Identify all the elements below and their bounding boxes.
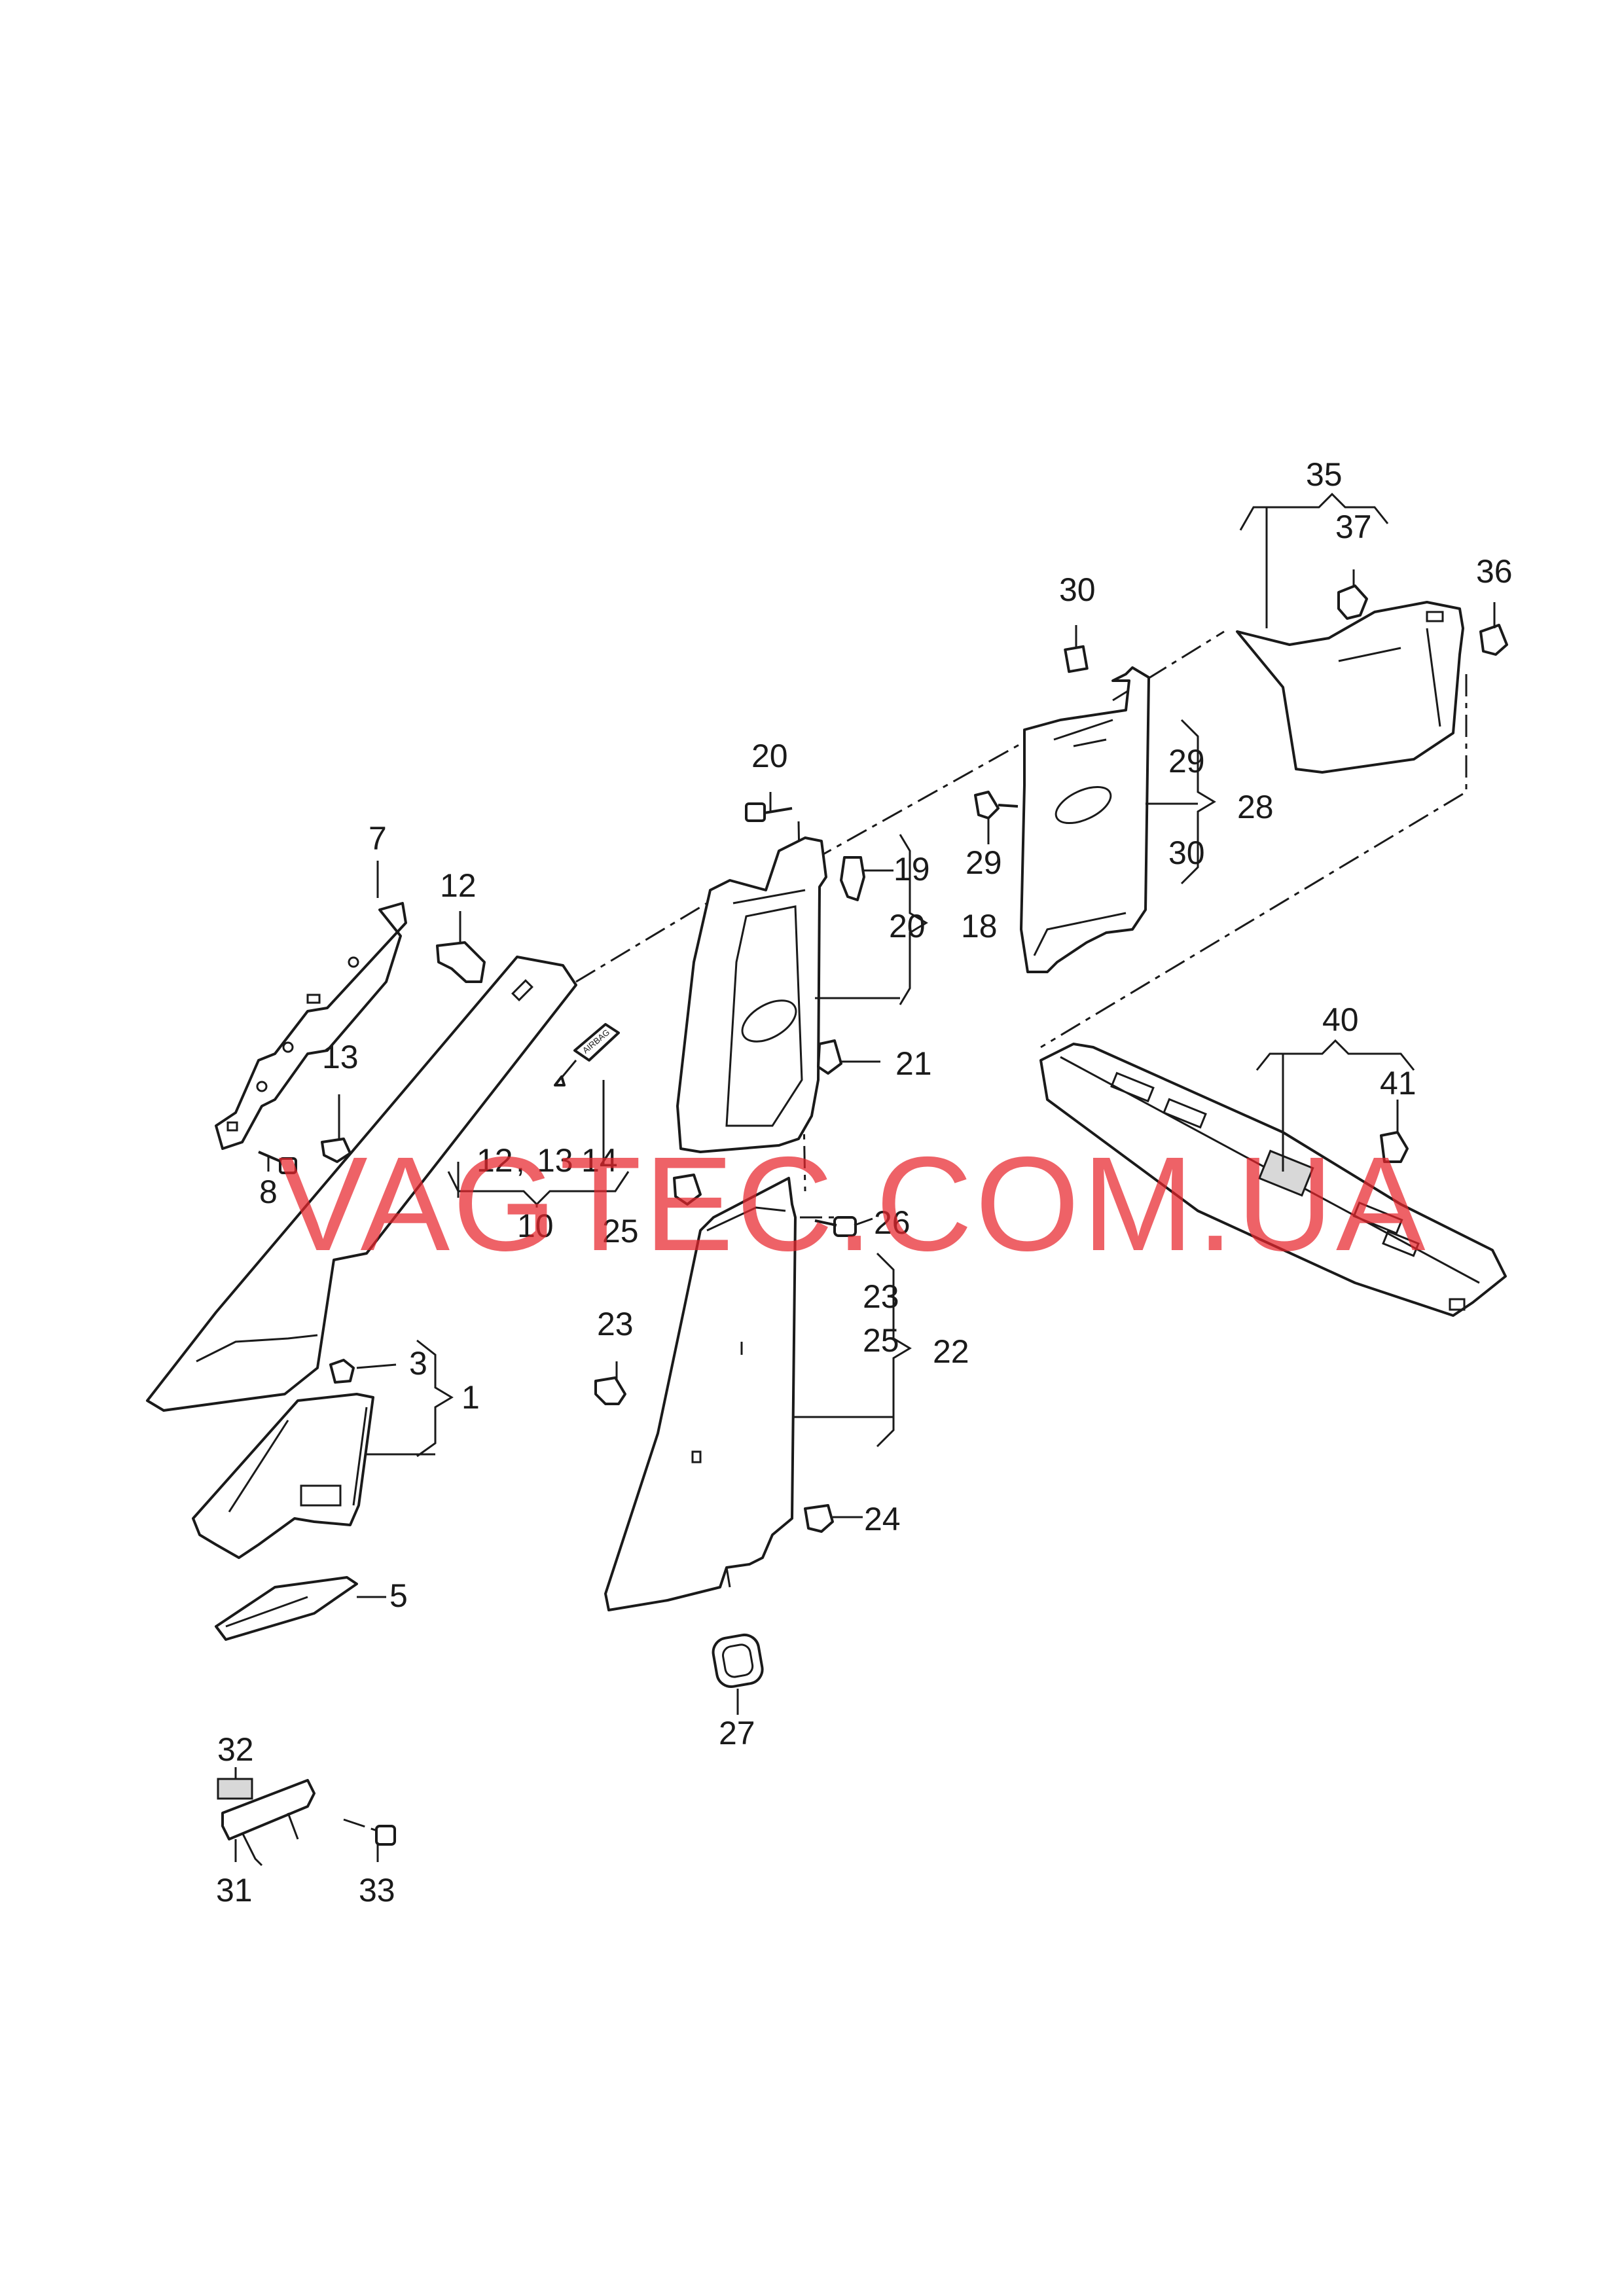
callout-31: 31 <box>216 1872 253 1909</box>
label-brackets <box>367 492 1415 1458</box>
callout-22: 22 <box>933 1333 969 1370</box>
callout-30-group: 30 <box>1168 834 1205 871</box>
callout-40: 40 <box>1322 1001 1359 1038</box>
callout-23-group: 23 <box>863 1278 899 1315</box>
part-13-clip <box>321 1138 352 1163</box>
leader-lines <box>234 569 1496 1862</box>
part-24-clip <box>804 1504 834 1533</box>
part-25-clip <box>673 1174 702 1206</box>
callout-29-group: 29 <box>1168 743 1205 780</box>
callout-13: 13 <box>322 1039 359 1075</box>
part-8-bolt <box>258 1151 297 1174</box>
part-21-clip <box>817 1039 842 1075</box>
callout-32: 32 <box>217 1731 254 1768</box>
callout-12-group: 12 <box>477 1142 513 1179</box>
part-33-bolt <box>375 1825 396 1846</box>
callout-3: 3 <box>409 1345 427 1382</box>
callout-10: 10 <box>517 1208 554 1244</box>
callout-5: 5 <box>389 1577 408 1614</box>
part-19-clip <box>840 856 865 901</box>
part-5-cover <box>215 1576 358 1641</box>
callout-30: 30 <box>1059 571 1096 608</box>
part-22-b-pillar-lower-trim <box>604 1177 797 1611</box>
callout-14: 14 <box>581 1142 618 1179</box>
callout-21: 21 <box>895 1045 932 1082</box>
callout-labels: 7 12 13 8 12 , 13 14 10 3 1 5 20 19 20 1… <box>216 456 1513 1909</box>
callout-36: 36 <box>1476 553 1513 590</box>
part-41-clip <box>1380 1131 1409 1163</box>
part-37-clip <box>1337 584 1368 620</box>
callout-25: 25 <box>602 1213 639 1249</box>
callout-8: 8 <box>259 1174 278 1210</box>
callout-25-group: 25 <box>863 1322 899 1359</box>
part-7-rail <box>215 902 407 1150</box>
callout-18: 18 <box>961 908 998 944</box>
part-12-clip <box>436 941 486 983</box>
callout-33: 33 <box>359 1872 395 1909</box>
part-1-lower-trim <box>192 1393 374 1559</box>
callout-1: 1 <box>461 1379 480 1416</box>
callout-28: 28 <box>1237 789 1274 825</box>
callout-7: 7 <box>369 820 387 857</box>
part-10-a-pillar-trim <box>146 956 577 1412</box>
part-31-bracket <box>221 1779 316 1867</box>
callout-23: 23 <box>597 1306 634 1342</box>
part-40-rear-trim <box>1039 1043 1507 1317</box>
callout-12: 12 <box>440 867 477 904</box>
part-30-nut <box>1064 645 1089 673</box>
part-23-clip <box>594 1376 626 1405</box>
part-29-clip <box>974 791 1019 819</box>
part-3-clip <box>329 1359 355 1384</box>
callout-35: 35 <box>1306 456 1343 493</box>
callout-20: 20 <box>751 738 788 774</box>
callout-41: 41 <box>1380 1065 1416 1102</box>
part-18-b-pillar-upper-trim <box>676 836 827 1153</box>
callout-37: 37 <box>1335 509 1372 545</box>
part-27-grommet <box>712 1633 764 1689</box>
part-36-clip <box>1479 624 1508 656</box>
part-28-c-pillar-trim <box>1020 666 1150 973</box>
part-26-screw <box>814 1216 857 1237</box>
callout-comma: , <box>516 1142 525 1179</box>
airbag-tag: AIRBAG <box>554 1023 620 1086</box>
watermark-text: VAGTEC.COM.UA <box>278 1129 1428 1279</box>
callout-26: 26 <box>874 1204 911 1241</box>
callout-13-group: 13 <box>537 1142 573 1179</box>
callout-20-group: 20 <box>889 908 926 944</box>
callout-27: 27 <box>719 1715 755 1751</box>
callout-19: 19 <box>893 851 930 888</box>
part-32-pad <box>217 1778 253 1800</box>
part-35-d-pillar-trim <box>1236 601 1464 774</box>
part-20-screw <box>745 802 793 822</box>
callout-29: 29 <box>965 844 1002 881</box>
callout-24: 24 <box>864 1501 901 1537</box>
